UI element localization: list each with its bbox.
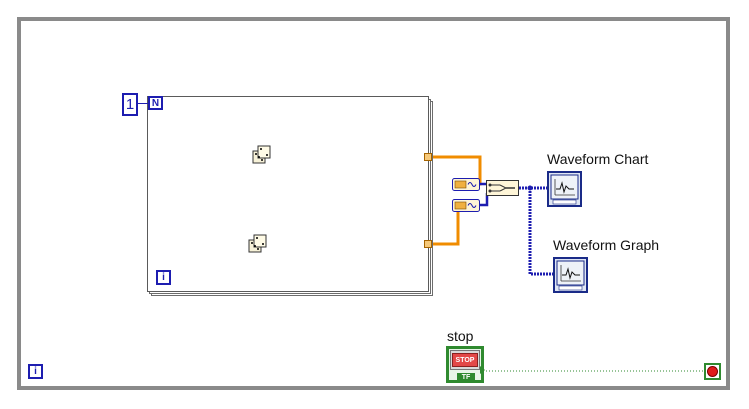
build-array-icon[interactable] bbox=[486, 180, 519, 196]
stop-condition-terminal bbox=[704, 363, 721, 380]
waveform-graph-label: Waveform Graph bbox=[553, 237, 660, 253]
waveform-graph-icon bbox=[556, 260, 585, 291]
random-number-icon[interactable] bbox=[248, 234, 268, 254]
stop-if-true-icon bbox=[707, 366, 718, 377]
boolean-type-label: TF bbox=[457, 373, 475, 382]
auto-index-tunnel bbox=[424, 153, 432, 161]
for-iteration-terminal: i bbox=[156, 270, 171, 285]
while-iteration-terminal: i bbox=[28, 364, 43, 379]
waveform-chart-icon bbox=[550, 174, 579, 205]
count-constant[interactable]: 1 bbox=[122, 93, 138, 116]
waveform-chart-indicator[interactable] bbox=[547, 171, 582, 207]
build-waveform-icon[interactable] bbox=[452, 199, 480, 212]
waveform-graph-indicator[interactable] bbox=[553, 257, 588, 293]
array-wire-graph bbox=[528, 188, 553, 276]
auto-index-tunnel bbox=[424, 240, 432, 248]
stop-button-text: STOP bbox=[452, 353, 478, 367]
for-loop bbox=[147, 96, 429, 292]
output-arrow-icon bbox=[480, 366, 485, 374]
stop-control-label: stop bbox=[447, 328, 474, 344]
stop-button-face[interactable]: STOP bbox=[450, 350, 480, 370]
waveform-chart-label: Waveform Chart bbox=[547, 151, 649, 167]
blue-wire-b bbox=[480, 193, 489, 207]
count-terminal: N bbox=[148, 96, 163, 110]
build-waveform-icon[interactable] bbox=[452, 178, 480, 191]
random-number-icon[interactable] bbox=[252, 145, 272, 165]
wire-junction bbox=[527, 185, 533, 191]
count-wire bbox=[138, 103, 148, 104]
